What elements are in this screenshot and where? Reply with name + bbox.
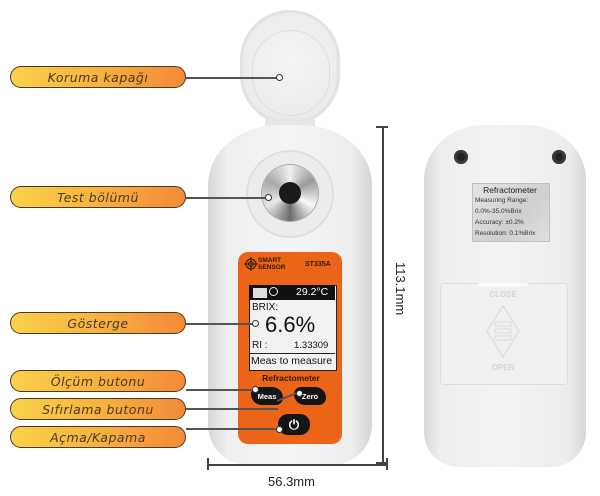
spec-line-range-label: Measuring Range: — [475, 197, 529, 204]
spec-line-range-value: 0.0%-35.0%Brix — [475, 208, 522, 215]
width-dimension-tick-left — [207, 458, 209, 470]
height-dimension-label: 113.1mm — [393, 262, 408, 316]
callout-line-power — [186, 428, 278, 430]
callout-meas-button: Ölçüm butonu — [10, 370, 186, 392]
brand-name: SMART SENSOR — [258, 257, 286, 271]
width-dimension-line — [207, 464, 387, 466]
callout-zero-button: Sıfırlama butonu — [10, 398, 186, 420]
gauge-icon — [269, 287, 278, 296]
lid-inner-ring — [252, 30, 330, 116]
power-button[interactable]: ⏻ — [278, 414, 310, 435]
callout-test-section: Test bölümü — [10, 186, 186, 208]
width-dimension-label: 56.3mm — [268, 474, 315, 489]
callout-line-meas — [186, 389, 254, 391]
temperature-readout: 29.2°C — [296, 286, 329, 298]
brix-value: 6.6% — [265, 312, 316, 337]
width-dimension-tick-right — [386, 458, 388, 470]
callout-dot-lid — [276, 74, 283, 81]
brix-label: BRIX: — [252, 302, 279, 313]
height-dimension-tick-bottom — [376, 462, 388, 464]
callout-dot-power — [276, 426, 283, 433]
height-dimension-tick-top — [376, 126, 388, 128]
battery-icon — [253, 288, 267, 298]
ri-value: 1.33309 — [294, 340, 329, 351]
screw-left-icon — [454, 150, 468, 164]
spec-label-title: Refractometer — [483, 185, 537, 195]
smart-sensor-logo-icon — [244, 257, 258, 271]
brand-line-1: SMART — [258, 257, 282, 264]
device-name-label: Refractometer — [262, 373, 320, 383]
cover-open-label: OPEN — [491, 363, 515, 372]
spec-line-accuracy: Accuracy: ±0.2% — [475, 219, 524, 226]
callout-power-button: Açma/Kapama — [10, 426, 186, 448]
callout-line-test — [186, 197, 266, 199]
callout-dot-display — [252, 320, 259, 327]
screw-right-icon — [552, 150, 566, 164]
callout-display: Gösterge — [10, 312, 186, 334]
model-number: ST335A — [305, 261, 331, 268]
display-status-message: Meas to measure — [251, 355, 333, 367]
cover-close-label: CLOSE — [489, 290, 517, 299]
brand-line-2: SENSOR — [258, 263, 286, 271]
callout-dot-zero — [296, 390, 303, 397]
callout-line-display — [186, 323, 254, 325]
callout-dot-test — [265, 194, 272, 201]
callout-line-zero — [186, 408, 278, 410]
height-dimension-line — [382, 126, 384, 462]
display-divider — [249, 353, 335, 354]
slide-arrows-icon — [486, 304, 520, 359]
callout-line-lid — [186, 77, 278, 79]
spec-label-plate — [472, 183, 550, 242]
ri-label: RI : — [252, 340, 268, 351]
callout-protective-lid: Koruma kapağı — [10, 66, 186, 88]
spec-line-resolution: Resolution: 0.1%Brix — [475, 230, 536, 237]
meas-button[interactable]: Meas — [251, 387, 283, 405]
sample-well — [279, 182, 301, 204]
callout-dot-meas — [252, 386, 259, 393]
battery-cover-slot — [478, 283, 528, 287]
power-icon: ⏻ — [288, 416, 300, 432]
battery-cover[interactable] — [440, 283, 568, 385]
